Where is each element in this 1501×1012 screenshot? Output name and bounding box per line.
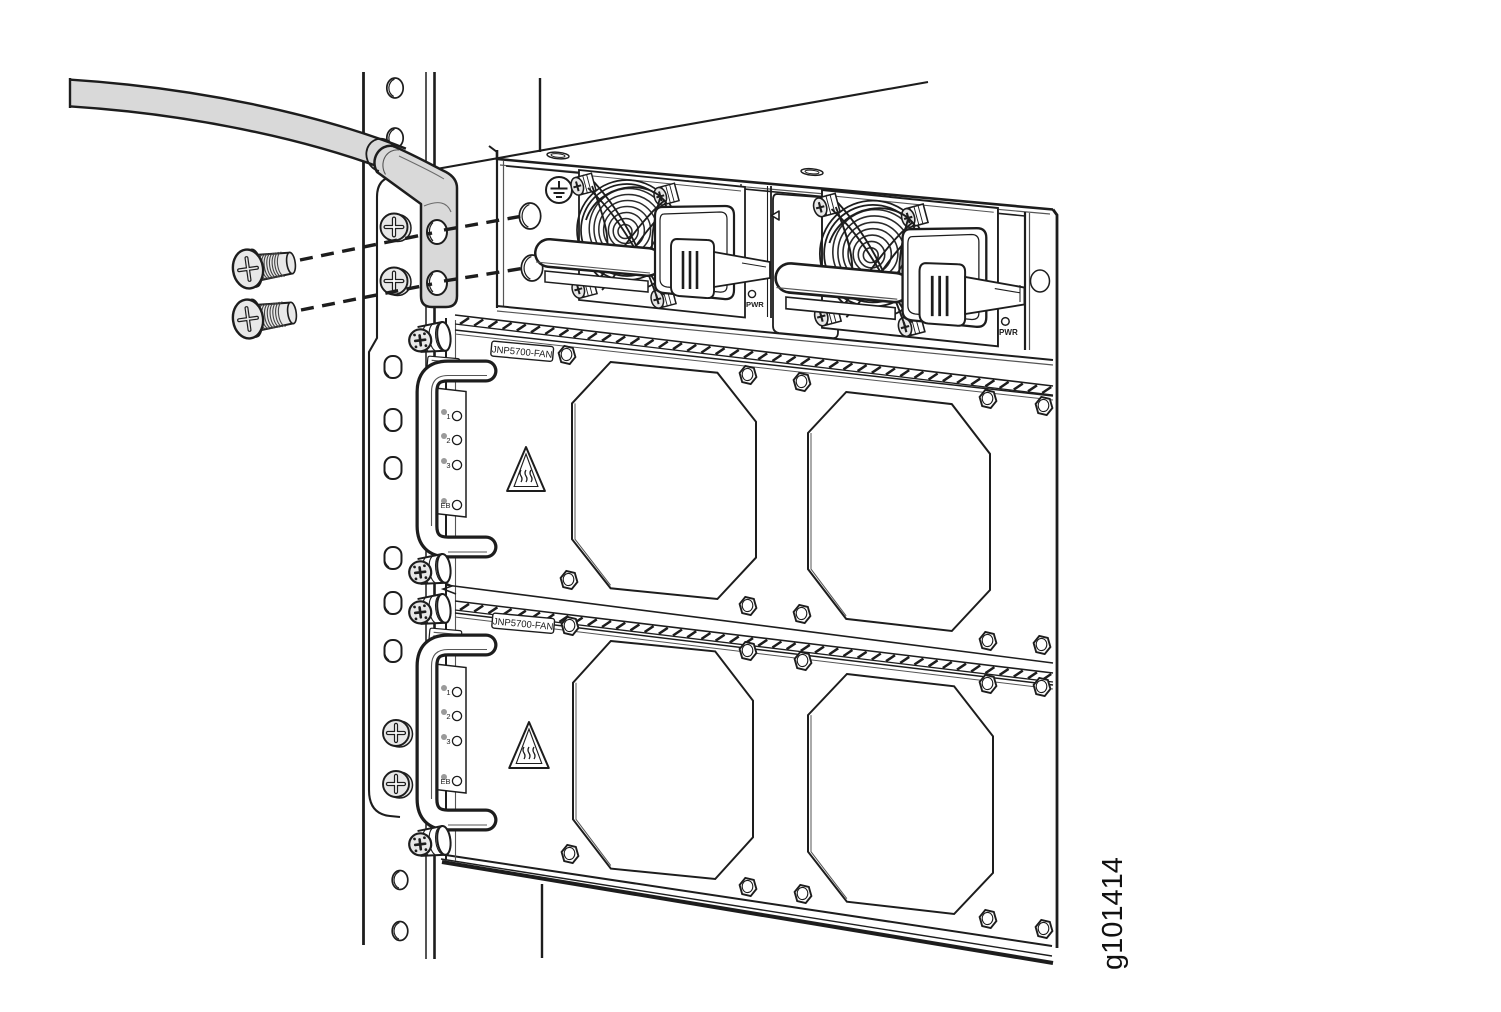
svg-text:g101414: g101414 <box>1097 857 1129 970</box>
svg-text:PWR: PWR <box>746 300 764 309</box>
svg-text:2: 2 <box>446 436 450 445</box>
svg-text:JNP5700-FAN: JNP5700-FAN <box>492 616 554 632</box>
svg-text:3: 3 <box>446 737 450 746</box>
svg-text:EB: EB <box>440 501 450 510</box>
svg-text:2: 2 <box>446 712 450 721</box>
svg-text:JNP5700-FAN: JNP5700-FAN <box>491 344 553 360</box>
svg-text:1: 1 <box>446 688 450 697</box>
svg-text:EB: EB <box>440 777 450 786</box>
svg-text:PWR: PWR <box>999 328 1018 337</box>
svg-text:3: 3 <box>446 461 450 470</box>
svg-text:1: 1 <box>446 412 450 421</box>
